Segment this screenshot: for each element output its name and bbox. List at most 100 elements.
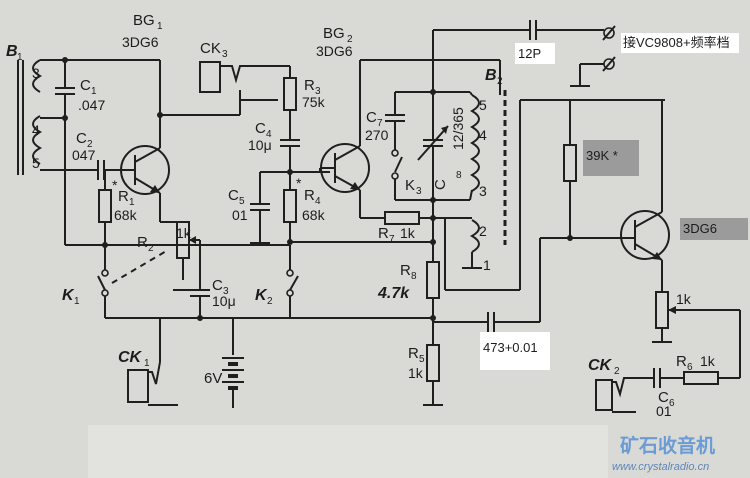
k1-contact-2: [101, 289, 109, 297]
potentiometer-1k: [652, 291, 741, 378]
bg1-type: 3DG6: [122, 34, 159, 50]
c8-label: C: [432, 179, 449, 190]
r2-wiper-arrow: [189, 236, 196, 244]
bg2-sub: 2: [347, 34, 353, 45]
jack-ck3: [199, 61, 290, 115]
k1-blade: [97, 275, 106, 291]
probe-terminal-2-slash: [602, 56, 616, 72]
c5-value: 01: [232, 207, 248, 223]
r4-label: R: [304, 187, 315, 204]
r6-label: R: [676, 353, 687, 370]
b2-top-tie: [469, 91, 473, 96]
b1-sub: 1: [17, 52, 23, 63]
b2-tap5: 5: [479, 97, 487, 113]
r7-sub: 7: [389, 234, 395, 245]
pot-wiper-arrow: [668, 306, 676, 314]
r6-body: [683, 371, 719, 385]
b2-tap4: 4: [479, 127, 487, 143]
k3-contact-2: [391, 172, 399, 180]
c8-variable-arrow: [417, 125, 449, 161]
ck3-body: [199, 61, 221, 93]
switch-k1: [97, 245, 109, 318]
b2-mid-tie: [469, 189, 473, 201]
c8-arrow-head: [441, 126, 448, 134]
c5-label: C: [228, 187, 239, 204]
r5-body: [426, 344, 440, 382]
b2-label: B: [485, 67, 497, 84]
resistor-r6: [660, 371, 740, 385]
r2-value: 1k: [176, 225, 192, 241]
c1-label: C: [80, 77, 91, 94]
t3-emitter-arrow: [652, 252, 662, 260]
bg2-emitter-arrow: [350, 182, 360, 190]
k2-sub: 2: [267, 296, 273, 307]
c2-sub: 2: [87, 139, 93, 150]
resistor-r5: [423, 344, 443, 406]
r3-value: 75k: [302, 94, 326, 110]
k2-label: K: [255, 287, 268, 304]
ck3-sub: 3: [222, 49, 228, 60]
bg2-type: 3DG6: [316, 43, 353, 59]
ck3-label: CK: [200, 40, 221, 57]
b1-winding: [32, 59, 43, 165]
r7-value: 1k: [400, 225, 416, 241]
k1-sub: 1: [74, 296, 80, 307]
c4-sub: 4: [266, 129, 272, 140]
transistor-label: 3DG6: [683, 221, 717, 236]
transistor-3dg6-added: [620, 100, 670, 292]
c8-value: 12/365: [450, 107, 466, 150]
c3-label: C: [212, 277, 223, 294]
probe-terminal-1: [603, 27, 615, 39]
patch-12p: [515, 43, 555, 64]
capacitor-c6: [630, 368, 661, 388]
c6-value: 01: [656, 403, 672, 419]
node-c1-mid: [62, 115, 68, 121]
switch-k2: [286, 245, 299, 318]
c7-sub: 7: [377, 118, 383, 129]
r3-label: R: [304, 77, 315, 94]
r8-label: R: [400, 262, 411, 279]
c5-sub: 5: [239, 196, 245, 207]
b1-tap3: 3: [32, 65, 40, 81]
r3-body: [283, 77, 297, 111]
r6-sub: 6: [687, 362, 693, 373]
r8-body: [426, 261, 440, 299]
ck1-label: CK: [118, 349, 143, 366]
r6-value: 1k: [700, 353, 716, 369]
watermark-brand: 矿石收音机: [620, 434, 715, 457]
capacitor-c4: [280, 139, 300, 172]
r4-body: [283, 189, 297, 223]
patch-473: [480, 332, 550, 370]
watermark-url: www.crystalradio.cn: [612, 461, 709, 473]
b1-tap5: 5: [32, 155, 40, 171]
ckr-spring: [612, 377, 630, 398]
patch-3dg6: [680, 218, 748, 240]
c1-sub: 1: [91, 86, 97, 97]
r1-label: R: [118, 188, 129, 205]
resistor-39k: [563, 100, 577, 238]
r8-sub: 8: [411, 271, 417, 282]
bg1-label: BG: [133, 12, 155, 29]
battery-6v: [222, 318, 244, 408]
connect-note: 接VC9808+频率档: [623, 35, 730, 50]
bg1-collector: [134, 147, 161, 163]
bg1-body: [120, 145, 170, 195]
resistor-r8: [426, 261, 440, 345]
k3-blade: [394, 156, 403, 173]
r3-sub: 3: [315, 86, 321, 97]
b2-sub: 2: [497, 76, 503, 87]
k1-label: K: [62, 287, 75, 304]
patch-connect-note: [621, 33, 739, 53]
c4-value: 10μ: [248, 137, 272, 153]
coil-b2: [469, 90, 507, 253]
c3-sub: 3: [223, 286, 229, 297]
b1-tap4: 4: [32, 122, 40, 138]
resistor-r1: [98, 170, 112, 245]
k2-contact-2: [286, 289, 294, 297]
b2-winding-upper: [469, 94, 480, 192]
k3-contact-1: [391, 149, 399, 157]
capacitor-c5: [250, 171, 330, 244]
c1-value: .047: [78, 97, 105, 113]
r1-sub: 1: [129, 197, 135, 208]
k1-ganged-link: [111, 249, 169, 284]
